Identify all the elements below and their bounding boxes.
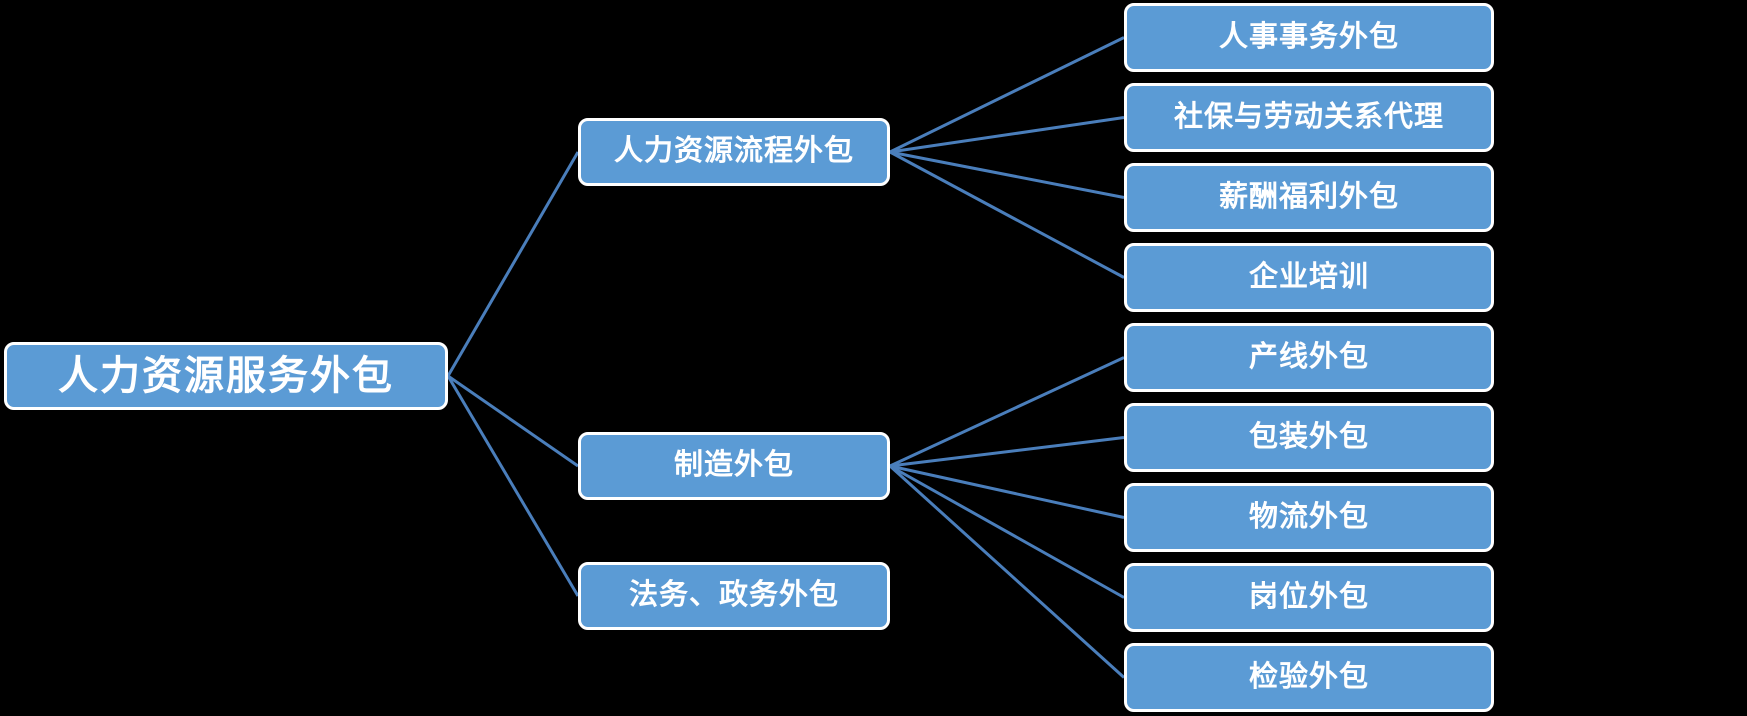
connector-line <box>888 464 1126 679</box>
leaf-node-0-1: 社保与劳动关系代理 <box>1124 83 1494 152</box>
node-label: 薪酬福利外包 <box>1218 180 1399 213</box>
node-label: 包装外包 <box>1248 420 1369 453</box>
node-label: 物流外包 <box>1248 500 1369 533</box>
node-label: 制造外包 <box>673 449 794 482</box>
connector-line <box>447 374 579 468</box>
node-label: 岗位外包 <box>1248 580 1369 613</box>
connector-line <box>889 464 1125 519</box>
node-label: 人力资源服务外包 <box>58 354 394 398</box>
node-label: 企业培训 <box>1248 260 1369 293</box>
connector-line <box>889 116 1125 154</box>
node-label: 法务、政务外包 <box>628 579 839 612</box>
leaf-node-0-3: 企业培训 <box>1124 243 1494 312</box>
leaf-node-1-4: 检验外包 <box>1124 643 1494 712</box>
node-label: 社保与劳动关系代理 <box>1173 100 1444 133</box>
connector-line <box>889 356 1125 468</box>
branch-node-1: 制造外包 <box>578 432 890 500</box>
node-label: 产线外包 <box>1248 340 1369 373</box>
branch-node-2: 法务、政务外包 <box>578 562 890 630</box>
branch-node-0: 人力资源流程外包 <box>578 118 890 186</box>
connector-line <box>446 151 580 377</box>
connector-line <box>446 375 580 597</box>
leaf-node-1-1: 包装外包 <box>1124 403 1494 472</box>
connector-line <box>889 464 1125 599</box>
leaf-node-0-2: 薪酬福利外包 <box>1124 163 1494 232</box>
node-label: 检验外包 <box>1248 660 1369 693</box>
node-label: 人力资源流程外包 <box>613 135 854 168</box>
node-label: 人事事务外包 <box>1218 20 1399 53</box>
connector-line <box>889 36 1125 154</box>
root-node: 人力资源服务外包 <box>4 342 448 410</box>
leaf-node-0-0: 人事事务外包 <box>1124 3 1494 72</box>
connector-line <box>889 150 1125 199</box>
connector-line <box>889 150 1125 279</box>
leaf-node-1-3: 岗位外包 <box>1124 563 1494 632</box>
leaf-node-1-0: 产线外包 <box>1124 323 1494 392</box>
leaf-node-1-2: 物流外包 <box>1124 483 1494 552</box>
connector-line <box>889 436 1125 468</box>
